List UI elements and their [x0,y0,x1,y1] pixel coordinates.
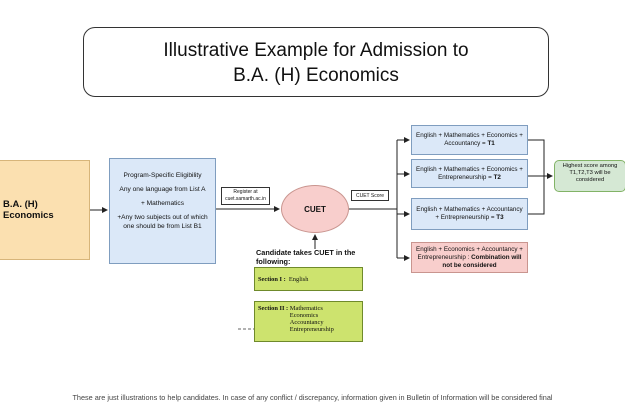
course-label: B.A. (H) Economics [3,199,54,221]
eligibility-node: Program-Specific Eligibility Any one lan… [109,158,216,264]
register-line-1: Register at [233,189,258,195]
section-1-subject: English [288,275,309,283]
eligibility-heading: Program-Specific Eligibility [123,172,202,179]
eligibility-line-2: + Mathematics [140,200,185,207]
cuet-score-label: CUET Score [356,193,384,199]
eligibility-line-1: Any one language from List A [119,186,206,193]
title-line-1: Illustrative Example for Admission to [163,40,469,61]
combination-t3-tag: T3 [496,214,504,221]
t1-to-result [528,139,545,176]
section-2-label: Section II : [258,305,289,312]
section-1-label: Section I : [258,275,286,283]
eligibility-line-3: +Any two subjects out of which one shoul… [117,214,208,230]
title-line-2: B.A. (H) Economics [233,65,399,86]
section-2-subject: Entrepreneurship [289,326,334,333]
candidate-takes-text: Candidate takes CUET in the following: [256,248,356,266]
candidate-takes-label: Candidate takes CUET in the following: [256,248,368,266]
section-2-subjects: Mathematics Economics Accountancy Entrep… [290,305,334,333]
combination-t2-tag: T2 [493,173,501,181]
highest-score-text: Highest score among T1,T2,T3 will be con… [562,163,618,184]
section-2-subject: Economics [289,312,319,319]
section-2-box: Section II : Mathematics Economics Accou… [254,301,363,342]
section-1-box: Section I : English [254,267,363,291]
combination-t3: English + Mathematics + Accountancy + En… [411,198,528,230]
combination-t1-tag: T1 [487,140,495,147]
title-box: Illustrative Example for Admission to B.… [83,27,549,97]
combination-rejected-tag: Combination will not be considered [442,253,522,269]
combination-rejected-text: English + Economics + Accountancy + Entr… [416,245,523,261]
section-2-subject: Mathematics [289,305,323,312]
combination-t3-text: English + Mathematics + Accountancy + En… [416,206,523,221]
register-note: Register at cuet.samarth.ac.in [221,187,270,205]
register-line-2: cuet.samarth.ac.in [225,195,266,202]
combination-t1-text: English + Mathematics + Economics + Acco… [416,132,523,147]
combination-t2: English + Mathematics + Economics + Entr… [411,159,528,188]
footer-text: These are just illustrations to help can… [72,393,553,402]
section-2-subject: Accountancy [289,319,324,326]
t3-to-result [528,176,545,215]
course-node: B.A. (H) Economics [0,160,90,260]
combination-t2-text: English + Mathematics + Economics + Entr… [416,165,523,181]
cuet-score-note: CUET Score [351,190,389,201]
cuet-label: CUET [304,204,326,214]
highest-score-node: Highest score among T1,T2,T3 will be con… [554,160,625,192]
footer-disclaimer: These are just illustrations to help can… [20,393,605,403]
combination-t1: English + Mathematics + Economics + Acco… [411,125,528,155]
combination-rejected: English + Economics + Accountancy + Entr… [411,242,528,273]
cuet-node: CUET [281,185,349,233]
